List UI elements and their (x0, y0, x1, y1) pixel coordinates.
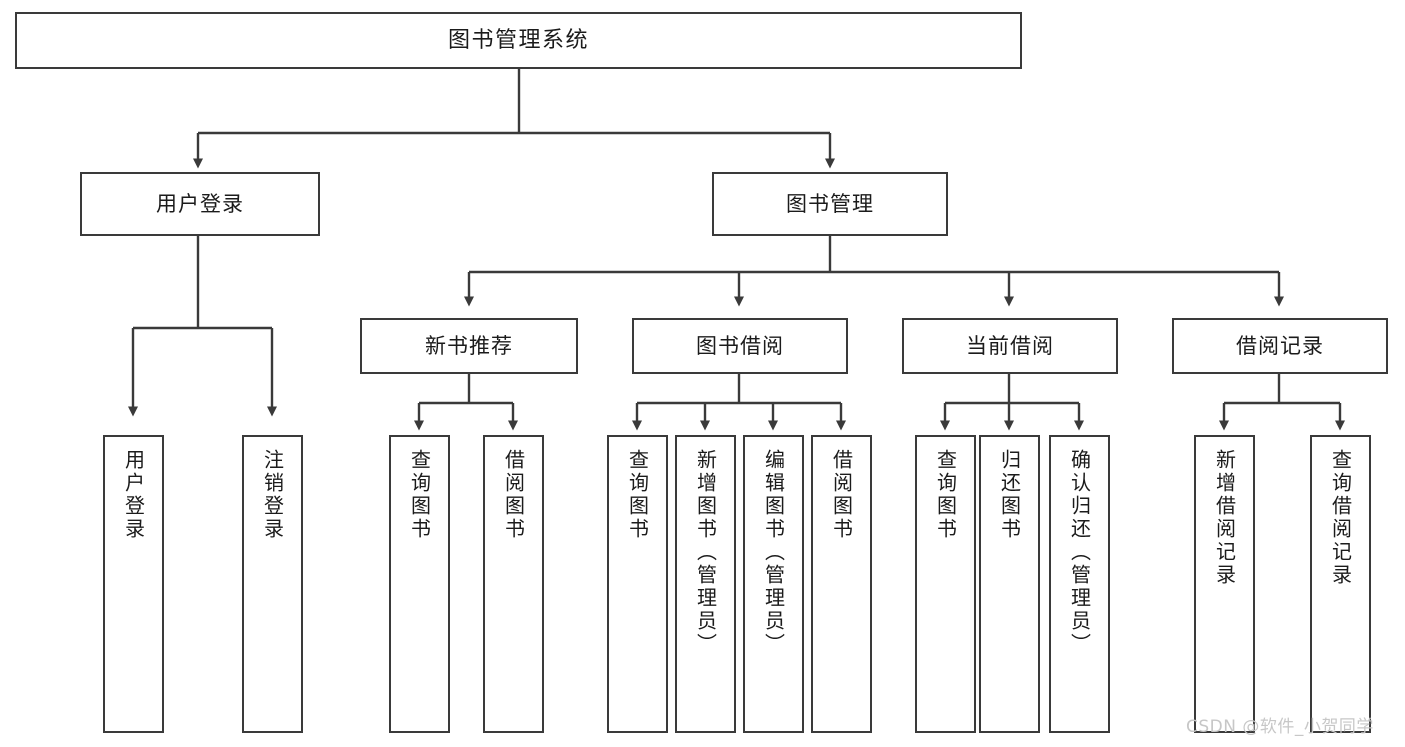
node-label: 查询图书 (407, 449, 432, 541)
node-book-management[interactable]: 图书管理 (712, 172, 948, 236)
node-label: 图书管理 (786, 191, 874, 216)
node-label: 借阅记录 (1236, 333, 1324, 358)
node-label: 借阅图书 (829, 449, 854, 541)
node-label: 新增借阅记录 (1212, 449, 1237, 587)
leaf-book-borrow-add-book-admin[interactable]: 新增图书（管理员） (675, 435, 736, 733)
node-label: 注销登录 (260, 449, 285, 541)
node-label: 归还图书 (997, 449, 1022, 541)
node-borrow-record[interactable]: 借阅记录 (1172, 318, 1388, 374)
leaf-current-borrow-return-book[interactable]: 归还图书 (979, 435, 1040, 733)
leaf-book-borrow-query-book[interactable]: 查询图书 (607, 435, 668, 733)
leaf-new-book-borrow-book[interactable]: 借阅图书 (483, 435, 544, 733)
node-new-book-recommend[interactable]: 新书推荐 (360, 318, 578, 374)
node-label: 借阅图书 (501, 449, 526, 541)
node-label: 查询图书 (933, 449, 958, 541)
node-label: 查询图书 (625, 449, 650, 541)
leaf-user-login-login[interactable]: 用户登录 (103, 435, 164, 733)
node-book-borrow[interactable]: 图书借阅 (632, 318, 848, 374)
leaf-book-borrow-borrow-book[interactable]: 借阅图书 (811, 435, 872, 733)
node-label: 确认归还（管理员） (1067, 449, 1092, 656)
node-label: 当前借阅 (966, 333, 1054, 358)
leaf-current-borrow-query-book[interactable]: 查询图书 (915, 435, 976, 733)
node-label: 用户登录 (156, 191, 244, 216)
node-current-borrow[interactable]: 当前借阅 (902, 318, 1118, 374)
leaf-borrow-record-add-record[interactable]: 新增借阅记录 (1194, 435, 1255, 733)
node-root-book-management-system[interactable]: 图书管理系统 (15, 12, 1022, 69)
node-label: 图书管理系统 (447, 27, 589, 53)
leaf-current-borrow-confirm-return-admin[interactable]: 确认归还（管理员） (1049, 435, 1110, 733)
leaf-user-login-logout[interactable]: 注销登录 (242, 435, 303, 733)
leaf-borrow-record-query-record[interactable]: 查询借阅记录 (1310, 435, 1371, 733)
node-label: 编辑图书（管理员） (761, 449, 786, 656)
node-user-login[interactable]: 用户登录 (80, 172, 320, 236)
node-label: 新增图书（管理员） (693, 449, 718, 656)
leaf-new-book-query-book[interactable]: 查询图书 (389, 435, 450, 733)
node-label: 图书借阅 (696, 333, 784, 358)
node-label: 用户登录 (121, 449, 146, 541)
node-label: 新书推荐 (425, 333, 513, 358)
node-label: 查询借阅记录 (1328, 449, 1353, 587)
leaf-book-borrow-edit-book-admin[interactable]: 编辑图书（管理员） (743, 435, 804, 733)
